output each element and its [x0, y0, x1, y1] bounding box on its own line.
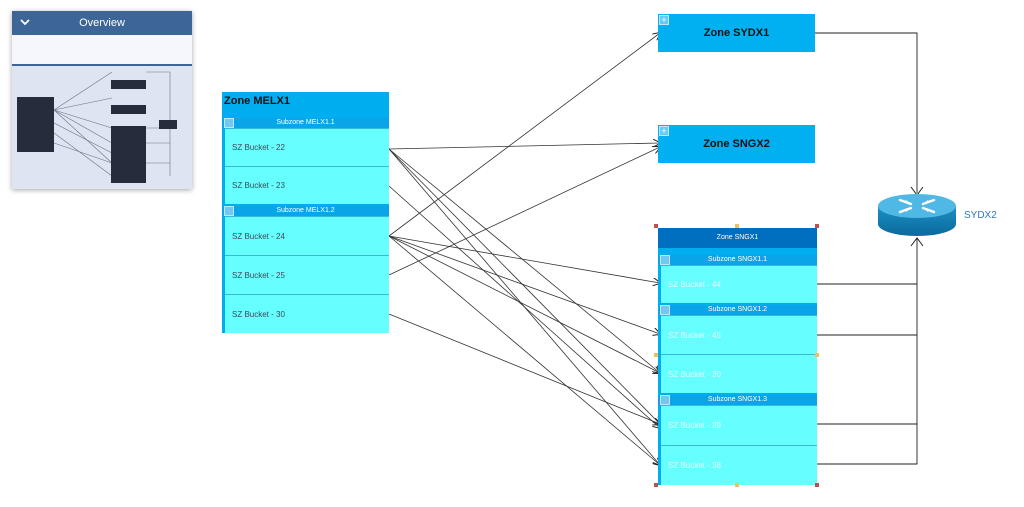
bucket-item[interactable]: SZ Bucket - 44: [661, 265, 817, 303]
zone-sngx1[interactable]: Zone SNGX1 Subzone SNGX1.1 SZ Bucket - 4…: [658, 228, 817, 485]
bucket-item[interactable]: SZ Bucket - 38: [661, 445, 817, 485]
subzone-header[interactable]: Subzone SNGX1.1: [658, 255, 817, 265]
bucket-item[interactable]: SZ Bucket - 22: [225, 128, 389, 166]
resize-handle[interactable]: [735, 483, 739, 487]
edge-22-sngx1-39: [388, 148, 660, 424]
bucket-item[interactable]: SZ Bucket - 30: [661, 354, 817, 393]
edge-38-router: [815, 238, 918, 465]
collapse-icon[interactable]: [224, 206, 234, 216]
resize-handle[interactable]: [654, 353, 658, 357]
edge-24-sngx1-44: [388, 235, 660, 283]
zone-melx1[interactable]: Zone MELX1 Subzone MELX1.1 SZ Bucket - 2…: [222, 92, 389, 333]
collapse-icon[interactable]: [660, 255, 670, 265]
collapse-icon[interactable]: [224, 118, 234, 128]
bucket-item[interactable]: SZ Bucket - 30: [225, 294, 389, 333]
resize-handle[interactable]: [654, 483, 658, 487]
chevron-down-icon[interactable]: [19, 11, 31, 35]
resize-handle[interactable]: [815, 483, 819, 487]
edge-24-sngx1-30: [388, 235, 660, 373]
bucket-item[interactable]: SZ Bucket - 24: [225, 216, 389, 255]
edge-22-sngx2: [388, 143, 660, 150]
expand-icon[interactable]: +: [659, 126, 669, 136]
zone-melx1-label: Zone MELX1: [224, 95, 291, 107]
resize-handle[interactable]: [654, 224, 658, 228]
bucket-item[interactable]: SZ Bucket - 25: [225, 255, 389, 294]
zone-sydx1-label: Zone SYDX1: [703, 27, 770, 39]
collapse-icon[interactable]: [660, 305, 670, 315]
router-label: SYDX2: [964, 210, 997, 221]
resize-handle[interactable]: [815, 353, 819, 357]
edge-24-sngx1-38: [388, 235, 660, 465]
overview-panel[interactable]: Overview: [12, 11, 192, 189]
subzone-header[interactable]: Subzone MELX1.2: [222, 206, 389, 216]
overview-toolbar: [12, 35, 192, 66]
resize-handle[interactable]: [735, 224, 739, 228]
overview-header[interactable]: Overview: [12, 11, 192, 35]
subzone-header[interactable]: Subzone SNGX1.2: [658, 305, 817, 315]
zone-sngx1-header[interactable]: Zone SNGX1: [658, 228, 817, 248]
overview-title: Overview: [79, 17, 125, 29]
resize-handle[interactable]: [815, 224, 819, 228]
collapse-icon[interactable]: [660, 395, 670, 405]
zone-sydx1[interactable]: Zone SYDX1: [658, 14, 815, 52]
edge-25-sngx2: [388, 147, 660, 276]
subzone-header[interactable]: Subzone MELX1.1: [222, 118, 389, 128]
expand-icon[interactable]: +: [659, 15, 669, 25]
bucket-item[interactable]: SZ Bucket - 23: [225, 166, 389, 204]
bucket-item[interactable]: SZ Bucket - 45: [661, 315, 817, 354]
overview-minimap[interactable]: [12, 68, 192, 189]
edge-22-sngx1-30: [388, 148, 660, 373]
edge-sydx1-router: [815, 32, 918, 193]
edge-24-sydx1: [388, 33, 660, 237]
edge-23-sngx1-39: [388, 185, 660, 428]
subzone-header[interactable]: Subzone SNGX1.3: [658, 395, 817, 405]
zone-sngx2[interactable]: Zone SNGX2: [658, 125, 815, 163]
edge-24-sngx1-45: [388, 235, 660, 334]
zone-sngx2-label: Zone SNGX2: [703, 138, 770, 150]
router-icon[interactable]: [876, 193, 958, 239]
edge-30-sngx1-39: [388, 313, 660, 424]
bucket-item[interactable]: SZ Bucket - 39: [661, 405, 817, 445]
